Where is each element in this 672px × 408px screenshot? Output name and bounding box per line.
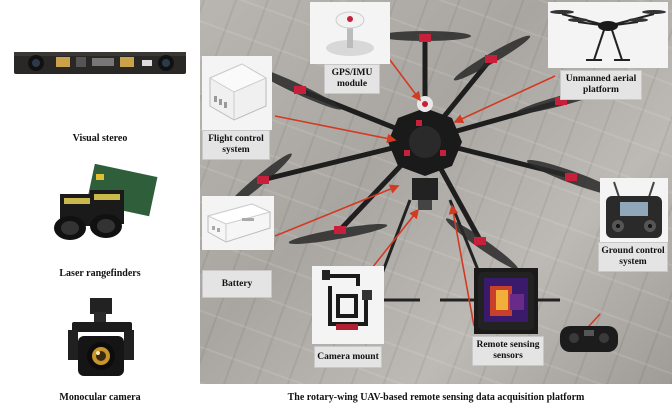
- aerial-platform-label: Unmanned aerial platform: [560, 70, 642, 100]
- flight-control-label: Flight control system: [202, 130, 270, 160]
- battery-inset: [202, 196, 274, 250]
- laser-rangefinders-caption: Laser rangefinders: [59, 268, 141, 279]
- laser-rangefinders-image: [40, 164, 160, 244]
- remote-sensing-inset: [474, 268, 538, 334]
- camera-mount-inset: [312, 266, 384, 344]
- ground-control-inset: [600, 178, 668, 242]
- handheld-controller-image: [556, 318, 622, 358]
- flight-control-inset: [202, 56, 272, 130]
- camera-mount-label: Camera mount: [314, 346, 382, 368]
- gps-imu-label: GPS/IMU module: [324, 64, 380, 94]
- remote-sensing-label: Remote sensing sensors: [472, 336, 544, 366]
- visual-stereo-image: [10, 46, 190, 82]
- aerial-platform-inset: [548, 2, 668, 68]
- monocular-camera-image: [62, 296, 142, 380]
- battery-label: Battery: [202, 270, 272, 298]
- monocular-camera-caption: Monocular camera: [59, 392, 141, 403]
- platform-caption: The rotary-wing UAV-based remote sensing…: [287, 392, 585, 403]
- gps-imu-inset: [310, 2, 390, 64]
- visual-stereo-caption: Visual stereo: [72, 133, 128, 144]
- ground-control-label: Ground control system: [598, 242, 668, 272]
